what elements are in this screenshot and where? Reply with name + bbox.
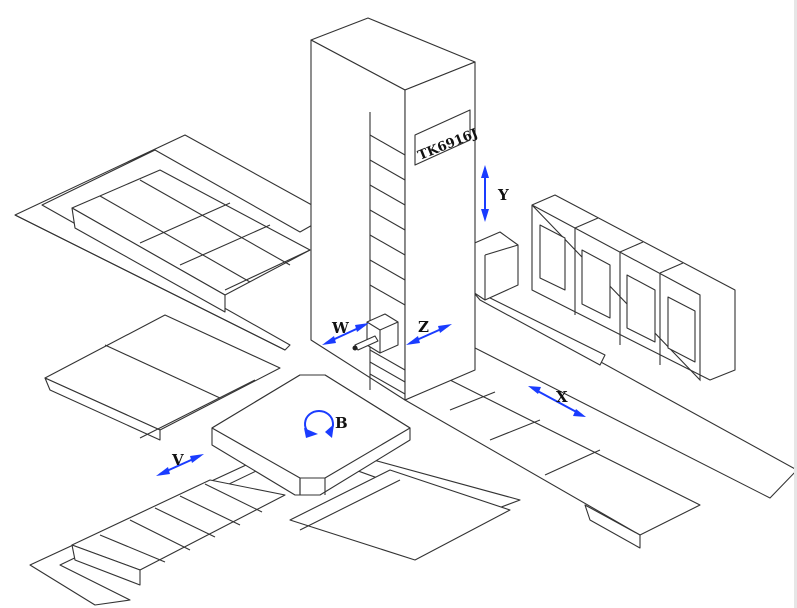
left-rear-base xyxy=(14,134,331,351)
control-cabinets xyxy=(531,194,736,382)
cross-slide-floor xyxy=(29,439,521,606)
w-axis-label: W xyxy=(331,319,350,337)
column-guideway-lines xyxy=(369,134,406,395)
nameplate xyxy=(414,109,471,166)
v-axis-label: V xyxy=(171,451,184,469)
b-axis-rotation-icon xyxy=(304,410,334,438)
z-axis-label: Z xyxy=(418,318,429,336)
w-axis-arrow-icon xyxy=(322,323,369,345)
x-axis-label: X xyxy=(556,388,568,406)
column: TK6916J xyxy=(310,17,480,401)
x-axis-arrow-icon xyxy=(528,386,586,417)
y-axis-label: Y xyxy=(497,186,509,204)
rotary-table xyxy=(211,374,411,496)
v-axis-arrow-icon xyxy=(156,454,204,476)
headstock-slide xyxy=(469,231,519,301)
z-axis-arrow-icon xyxy=(406,324,452,345)
left-pallet xyxy=(44,314,281,441)
y-axis-arrow-icon xyxy=(481,165,489,222)
b-axis-label: B xyxy=(335,414,348,432)
spindle-head xyxy=(352,313,399,354)
